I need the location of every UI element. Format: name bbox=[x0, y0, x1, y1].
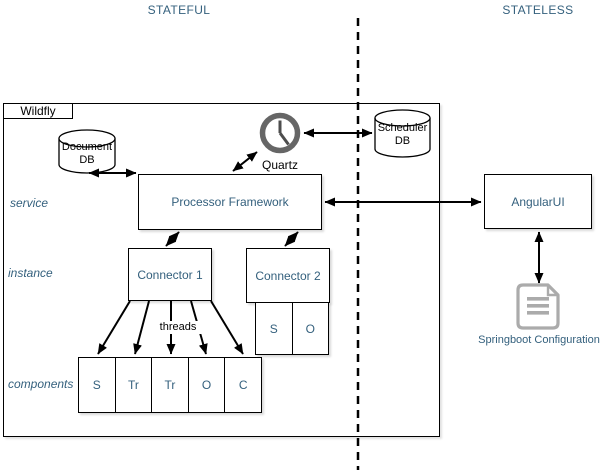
lane-label-components: components bbox=[8, 377, 74, 391]
arrow-connector1-thread-s bbox=[97, 300, 131, 355]
scheduler-db-label: Scheduler DB bbox=[374, 122, 431, 148]
lane-label-instance: instance bbox=[8, 266, 53, 280]
threads-label: threads bbox=[154, 321, 202, 334]
arrow-connector1-thread-tr1 bbox=[133, 300, 150, 355]
document-db-label: Document DB bbox=[59, 141, 115, 167]
connector2-node: Connector 2 bbox=[246, 248, 330, 303]
arrow-processor-connector2 bbox=[284, 231, 299, 247]
document-icon bbox=[516, 283, 560, 330]
scheduler-db-label-line1: Scheduler bbox=[377, 122, 428, 134]
component-cell-s: S bbox=[79, 358, 116, 412]
connector1-node: Connector 1 bbox=[128, 248, 212, 301]
connector2-cell-o: O bbox=[305, 321, 315, 336]
components-row: S Tr Tr O C bbox=[78, 357, 262, 413]
connector2-cell-s: S bbox=[256, 303, 293, 354]
arrow-processor-connector1 bbox=[165, 231, 180, 247]
scheduler-db-cylinder bbox=[374, 109, 431, 158]
scheduler-db-label-line2: DB bbox=[394, 135, 411, 147]
arrow-quartz-processor bbox=[232, 151, 258, 172]
component-cell-tr2: Tr bbox=[152, 358, 189, 412]
stateless-region-label: STATELESS bbox=[502, 3, 574, 17]
angularui-node: AngularUI bbox=[484, 174, 592, 229]
processor-framework-node: Processor Framework bbox=[138, 174, 322, 230]
component-cell-c: C bbox=[238, 378, 248, 392]
springboot-configuration-label: Springboot Configuration bbox=[478, 334, 600, 346]
lane-label-service: service bbox=[10, 196, 49, 210]
clock-icon bbox=[259, 112, 301, 154]
wildfly-container-title: Wildfly bbox=[3, 103, 73, 119]
document-db-label-line2: DB bbox=[79, 154, 95, 166]
component-cell-tr1: Tr bbox=[116, 358, 153, 412]
quartz-label: Quartz bbox=[261, 158, 298, 172]
component-cell-o: O bbox=[189, 358, 226, 412]
document-db-cylinder bbox=[58, 129, 116, 174]
stateful-region-label: STATEFUL bbox=[147, 3, 211, 17]
arrow-connector1-thread-c bbox=[210, 300, 244, 355]
wildfly-container bbox=[3, 103, 440, 437]
connector2-cells: S O bbox=[255, 302, 329, 355]
document-db-label-line1: Document bbox=[61, 141, 113, 153]
